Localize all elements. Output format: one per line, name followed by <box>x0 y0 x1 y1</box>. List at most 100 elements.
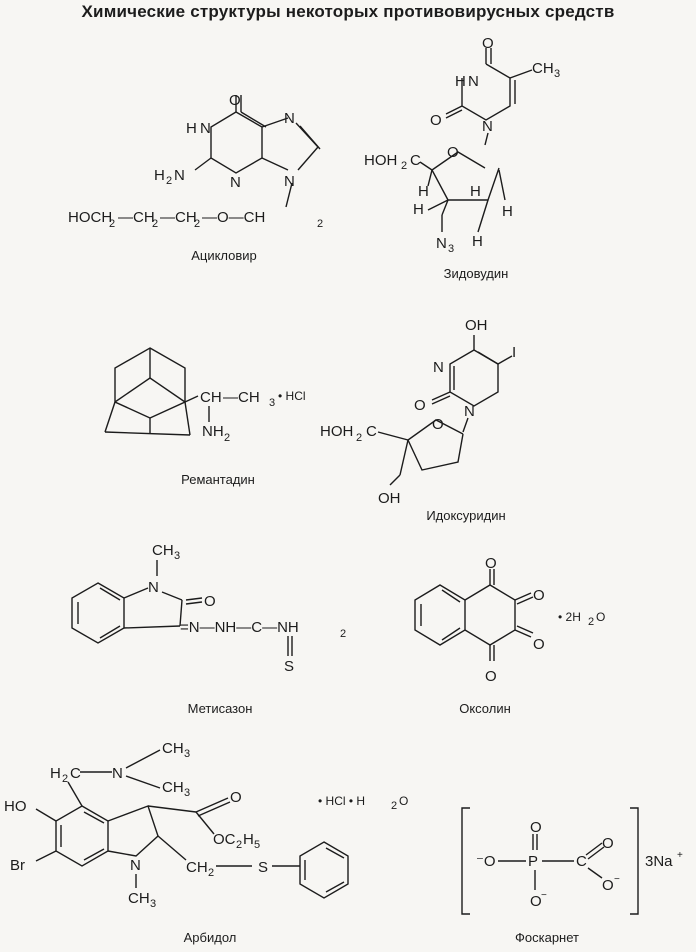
svg-text:C: C <box>70 765 81 782</box>
svg-text:2: 2 <box>588 616 594 628</box>
svg-text:CH: CH <box>532 60 554 77</box>
caption-zidovudine: Зидовудин <box>443 266 509 281</box>
foscarnet-structure: ⁻O P O C O O − O − 3Na + <box>461 807 683 915</box>
arbidol-structure: H 2 C N CH 3 CH 3 HO Br O OC 2 H 5 N CH … <box>4 740 408 910</box>
svg-text:2: 2 <box>208 867 214 879</box>
svg-text:• HCl: • HCl <box>278 389 306 403</box>
svg-text:O: O <box>530 819 542 836</box>
svg-text:3: 3 <box>554 68 560 80</box>
svg-text:N: N <box>464 403 475 420</box>
svg-text:2: 2 <box>356 432 362 444</box>
svg-text:3: 3 <box>184 748 190 760</box>
caption-acyclovir: Ацикловир <box>191 248 257 263</box>
svg-text:O: O <box>414 397 426 414</box>
svg-text:N: N <box>148 579 159 596</box>
svg-text:C: C <box>410 152 421 169</box>
svg-text:3: 3 <box>184 787 190 799</box>
svg-text:O: O <box>602 835 614 852</box>
svg-text:O: O <box>485 668 497 685</box>
caption-foscarnet: Фоскарнет <box>515 930 579 945</box>
svg-text:HOH: HOH <box>320 423 353 440</box>
svg-text:3: 3 <box>448 243 454 255</box>
svg-text:O: O <box>204 593 216 610</box>
caption-remantadine: Ремантадин <box>181 472 255 487</box>
svg-text:O: O <box>533 587 545 604</box>
svg-text:2: 2 <box>194 218 200 230</box>
svg-text:2: 2 <box>391 800 397 812</box>
svg-text:⁻O: ⁻O <box>476 853 496 870</box>
svg-text:I: I <box>512 344 516 361</box>
svg-text:OC: OC <box>213 831 236 848</box>
svg-text:H: H <box>470 183 481 200</box>
svg-text:P: P <box>528 853 538 870</box>
svg-text:2: 2 <box>236 839 242 851</box>
svg-text:3: 3 <box>269 397 275 409</box>
svg-text:N: N <box>112 765 123 782</box>
svg-text:2: 2 <box>62 773 68 785</box>
acyclovir-h2n: H <box>154 167 165 184</box>
svg-text:2: 2 <box>152 218 158 230</box>
svg-text:—O—CH: —O—CH <box>202 209 265 226</box>
zidovudine-structure: O H N CH 3 O N O HOH 2 C H H H H H N 3 <box>364 35 560 255</box>
svg-text:—CH: —CH <box>160 209 197 226</box>
svg-text:CH: CH <box>128 890 150 907</box>
svg-text:N: N <box>436 235 447 252</box>
remantadine-structure: CH —CH 3 • HCl NH 2 <box>104 347 306 444</box>
svg-text:O: O <box>482 35 494 52</box>
svg-text:3: 3 <box>150 898 156 910</box>
svg-text:C: C <box>576 853 587 870</box>
svg-text:=N—NH—C—NH: =N—NH—C—NH <box>180 619 299 636</box>
svg-text:H: H <box>455 73 466 90</box>
acyclovir-n3: N <box>230 174 241 191</box>
caption-idoxuridine: Идоксуридин <box>426 508 506 523</box>
svg-text:O: O <box>399 794 408 808</box>
svg-text:H: H <box>502 203 513 220</box>
svg-text:O: O <box>430 112 442 129</box>
svg-text:H: H <box>413 201 424 218</box>
svg-text:2: 2 <box>401 160 407 172</box>
acyclovir-structure: O H N H 2 N N N N HOCH 2 —CH 2 —CH 2 —O—… <box>68 92 323 230</box>
svg-text:O: O <box>485 555 497 572</box>
svg-text:OH: OH <box>378 490 401 507</box>
svg-text:HOH: HOH <box>364 152 397 169</box>
svg-text:O: O <box>596 610 605 624</box>
svg-text:3: 3 <box>174 550 180 562</box>
svg-text:HO: HO <box>4 798 27 815</box>
acyclovir-n-amino: N <box>174 167 185 184</box>
svg-text:S: S <box>258 859 268 876</box>
svg-text:2: 2 <box>340 628 346 640</box>
svg-text:NH: NH <box>202 423 224 440</box>
svg-text:O: O <box>230 789 242 806</box>
acyclovir-n1: N <box>200 120 211 137</box>
page-title: Химические структуры некоторых противови… <box>81 2 615 21</box>
svg-text:O: O <box>533 636 545 653</box>
oxolin-structure: O O O O • 2H 2 O <box>414 555 605 685</box>
acyclovir-chain-a: HOCH <box>68 209 112 226</box>
caption-metisazone: Метисазон <box>187 701 253 716</box>
svg-text:O: O <box>530 893 542 910</box>
metisazone-structure: CH 3 N O =N—NH—C—NH 2 S <box>71 542 346 675</box>
svg-text:H: H <box>243 831 254 848</box>
svg-text:−: − <box>541 890 547 901</box>
svg-text:N: N <box>433 359 444 376</box>
svg-text:O: O <box>432 416 444 433</box>
svg-text:5: 5 <box>254 839 260 851</box>
svg-text:CH: CH <box>162 779 184 796</box>
caption-arbidol: Арбидол <box>183 930 237 945</box>
svg-text:H: H <box>472 233 483 250</box>
acyclovir-n7: N <box>284 110 295 127</box>
svg-text:H: H <box>418 183 429 200</box>
idoxuridine-structure: OH I N O N O HOH 2 C OH <box>320 317 516 507</box>
svg-text:• HCl • H: • HCl • H <box>318 794 365 808</box>
acyclovir-n9: N <box>284 173 295 190</box>
svg-text:CH: CH <box>186 859 208 876</box>
svg-text:2: 2 <box>317 218 323 230</box>
svg-text:—CH: —CH <box>118 209 155 226</box>
svg-text:H: H <box>50 765 61 782</box>
svg-text:CH: CH <box>162 740 184 757</box>
svg-text:O: O <box>602 877 614 894</box>
svg-text:2: 2 <box>224 432 230 444</box>
svg-text:OH: OH <box>465 317 488 334</box>
svg-text:O: O <box>447 144 459 161</box>
